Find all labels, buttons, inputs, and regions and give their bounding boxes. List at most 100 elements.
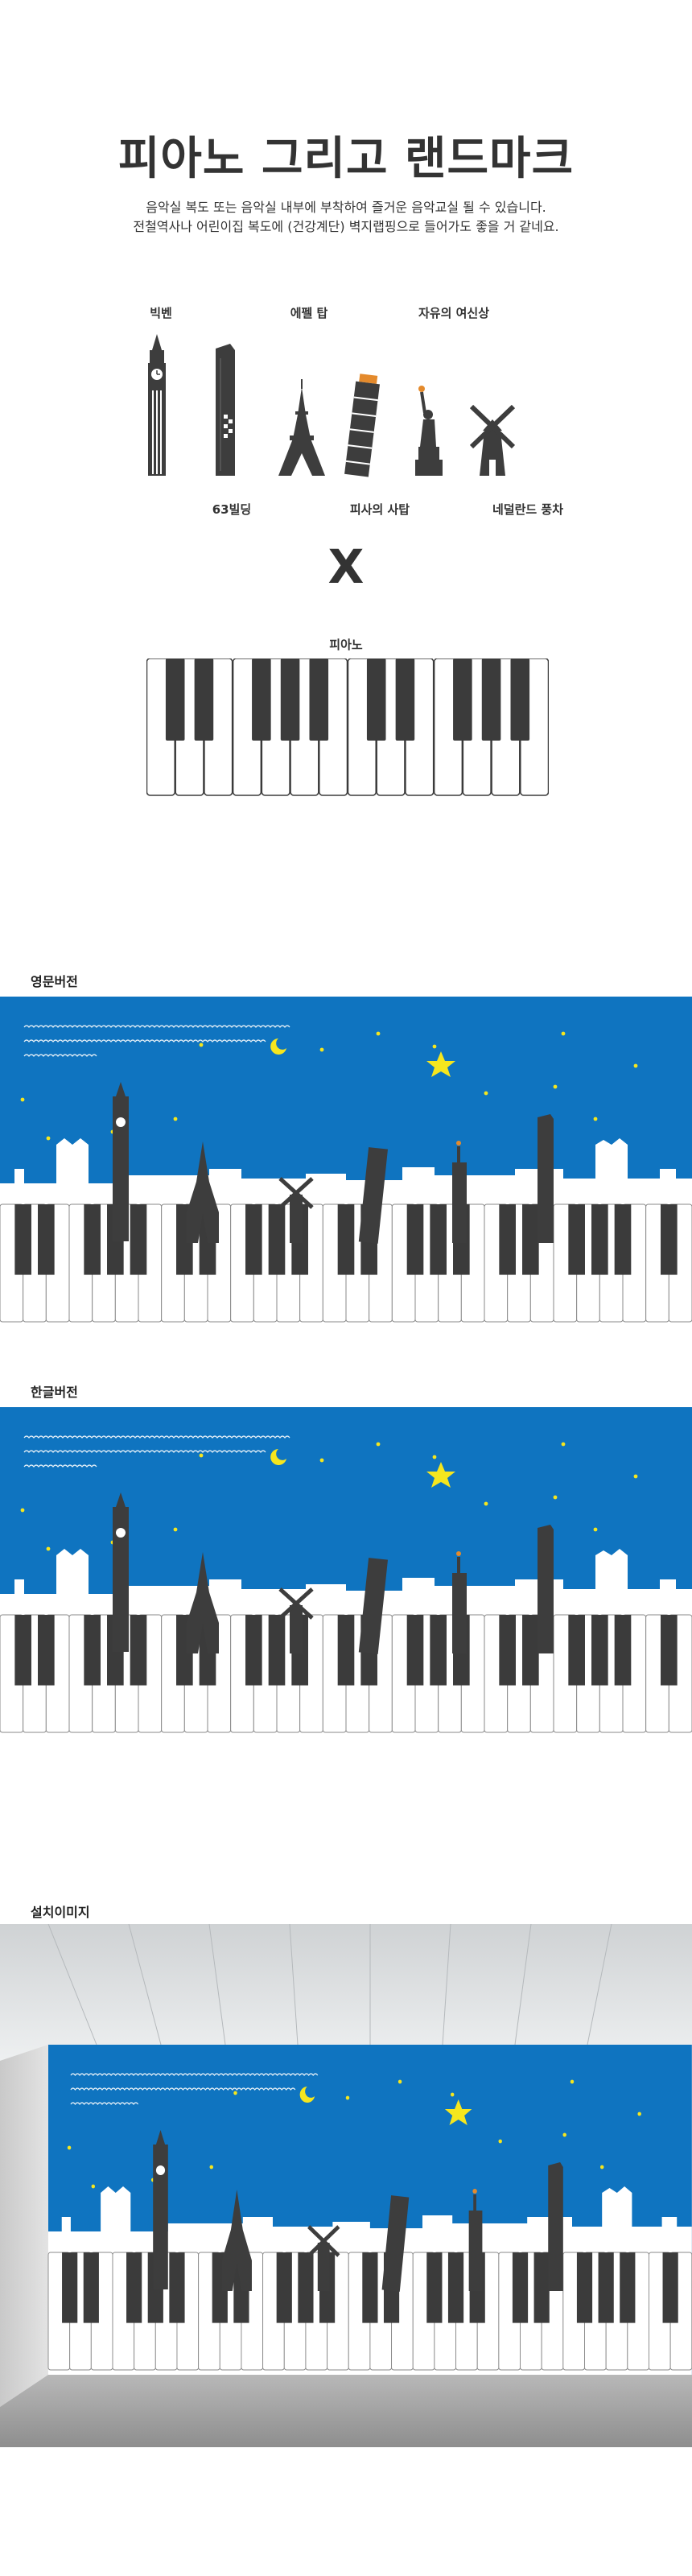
statue-of-liberty-icon <box>472 2189 477 2194</box>
piano-black-key <box>83 2252 99 2323</box>
star <box>450 2092 455 2097</box>
star <box>484 1501 488 1506</box>
leaning-tower-of-pisa-icon <box>344 374 380 477</box>
piano-black-key <box>14 1204 31 1275</box>
label-dutch-windmill: 네덜란드 풍차 <box>492 502 564 517</box>
leaning-tower-of-pisa-icon <box>381 2195 410 2292</box>
banner-landmarks <box>153 2130 563 2292</box>
piano-black-key <box>430 1615 447 1686</box>
handwritten-note <box>23 1025 290 1057</box>
section-label-english: 영문버전 <box>31 974 78 989</box>
star <box>633 1474 638 1479</box>
eiffel-tower-icon <box>187 1141 219 1243</box>
piano-black-key <box>591 1615 608 1686</box>
eiffel-tower-icon <box>221 2190 252 2291</box>
star <box>498 2139 502 2144</box>
description-line-1: 음악실 복도 또는 음악실 내부에 부착하여 즐거운 음악교실 될 수 있습니다… <box>146 200 546 215</box>
63-building-icon <box>538 1114 554 1243</box>
piano-black-key <box>661 1615 678 1686</box>
piano-black-key <box>366 658 386 741</box>
63-building-icon <box>548 2162 563 2291</box>
star <box>199 1042 204 1047</box>
piano-black-key <box>276 2252 292 2323</box>
label-eiffel-tower: 에펠 탑 <box>290 306 328 320</box>
piano-black-key <box>614 1615 632 1686</box>
handwritten-note <box>23 1435 290 1468</box>
banner-landmarks <box>113 1082 554 1244</box>
piano-black-key <box>130 1615 147 1686</box>
star <box>570 2079 575 2084</box>
star <box>209 2165 213 2169</box>
piano-black-key <box>280 658 300 741</box>
leaning-tower-of-pisa-icon <box>358 1558 388 1654</box>
star <box>432 1455 437 1459</box>
label-63-building: 63빌딩 <box>212 502 252 517</box>
piano-black-key <box>512 2252 529 2323</box>
piano-black-key <box>268 1204 286 1275</box>
piano-black-key <box>568 1615 585 1686</box>
star <box>376 1031 381 1036</box>
piano-black-key <box>426 2252 443 2323</box>
piano-black-key <box>406 1615 424 1686</box>
landmarks-illustration <box>121 334 571 480</box>
piano-black-key <box>130 1204 147 1275</box>
installation-photo-art <box>0 1924 692 2447</box>
banner-english-art <box>0 997 692 1327</box>
piano-black-key <box>165 658 185 741</box>
moon-icon <box>270 1038 286 1055</box>
statue-of-liberty-icon <box>456 1141 461 1146</box>
statue-of-liberty-icon <box>415 386 443 476</box>
star <box>562 2132 566 2137</box>
piano-black-key <box>309 658 329 741</box>
dutch-windmill-icon <box>290 1605 303 1653</box>
star <box>561 1442 566 1447</box>
piano-black-key <box>84 1204 101 1275</box>
piano-black-key <box>499 1204 516 1275</box>
banner-korean-art <box>0 1407 692 1737</box>
moon-icon <box>270 1449 286 1465</box>
piano-black-key <box>661 1204 678 1275</box>
piano-black-key <box>481 658 501 741</box>
big-star-icon <box>426 1051 455 1077</box>
piano-black-key <box>576 2252 593 2323</box>
piano-black-key <box>126 2252 142 2323</box>
star <box>46 1136 51 1141</box>
piano-black-key <box>169 2252 185 2323</box>
star <box>319 1047 324 1052</box>
section-label-korean: 한글버전 <box>31 1385 78 1400</box>
statue-of-liberty-icon <box>456 1551 461 1556</box>
star <box>173 1117 178 1121</box>
star <box>376 1442 381 1447</box>
piano-black-key <box>533 2252 550 2323</box>
star <box>173 1527 178 1532</box>
piano-black-key <box>362 2252 378 2323</box>
star <box>20 1508 25 1513</box>
banner-english-version <box>0 997 692 1327</box>
star <box>553 1495 558 1500</box>
star <box>199 1453 204 1458</box>
label-leaning-tower: 피사의 사탑 <box>349 502 410 517</box>
dutch-windmill-icon <box>469 404 516 476</box>
63-building-icon <box>216 344 235 476</box>
section-label-install: 설치이미지 <box>31 1905 90 1920</box>
big-star-icon <box>426 1462 455 1488</box>
star <box>319 1458 324 1463</box>
piano-black-key <box>62 2252 78 2323</box>
piano-black-key <box>453 658 472 741</box>
star <box>637 2112 641 2116</box>
piano-black-key <box>84 1615 101 1686</box>
label-statue-of-liberty: 자유의 여신상 <box>418 306 490 320</box>
handwritten-note <box>70 2073 319 2105</box>
piano-black-key <box>298 2252 314 2323</box>
big-star-icon <box>444 2099 472 2125</box>
star <box>233 2091 237 2095</box>
piano-black-key <box>245 1204 262 1275</box>
piano-black-key <box>510 658 530 741</box>
piano-black-key <box>252 658 271 741</box>
piano-keyboard-illustration <box>146 658 549 796</box>
piano-black-key <box>14 1615 31 1686</box>
banner-landmarks <box>113 1492 554 1654</box>
piano-black-key <box>568 1204 585 1275</box>
piano-black-key <box>38 1615 55 1686</box>
star <box>599 2165 604 2169</box>
